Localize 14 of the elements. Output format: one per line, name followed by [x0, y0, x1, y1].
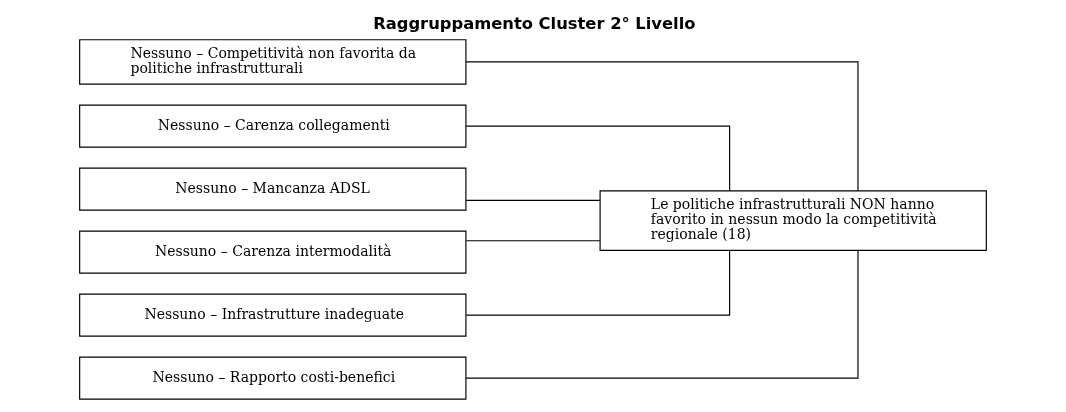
node-box: Le politiche infrastrutturali NON hanno favorito in nessun modo la competitività regionale (18)	[599, 190, 987, 251]
connector	[465, 199, 601, 202]
node-box: Nessuno – Carenza intermodalità	[79, 230, 467, 274]
connector	[465, 250, 859, 379]
node-box: Nessuno – Mancanza ADSL	[79, 167, 467, 211]
node-box: Nessuno – Competitività non favorita da politiche infrastrutturali	[79, 39, 467, 85]
connector	[465, 61, 859, 192]
node-box: Nessuno – Infrastrutture inadeguate	[79, 293, 467, 337]
node-box: Nessuno – Carenza collegamenti	[79, 104, 467, 148]
node-box: Nessuno – Rapporto costi-benefici	[79, 356, 467, 400]
diagram-title: Raggruppamento Cluster 2° Livello	[373, 14, 696, 34]
connector	[465, 125, 731, 192]
connector	[465, 240, 601, 242]
connector	[465, 249, 731, 316]
